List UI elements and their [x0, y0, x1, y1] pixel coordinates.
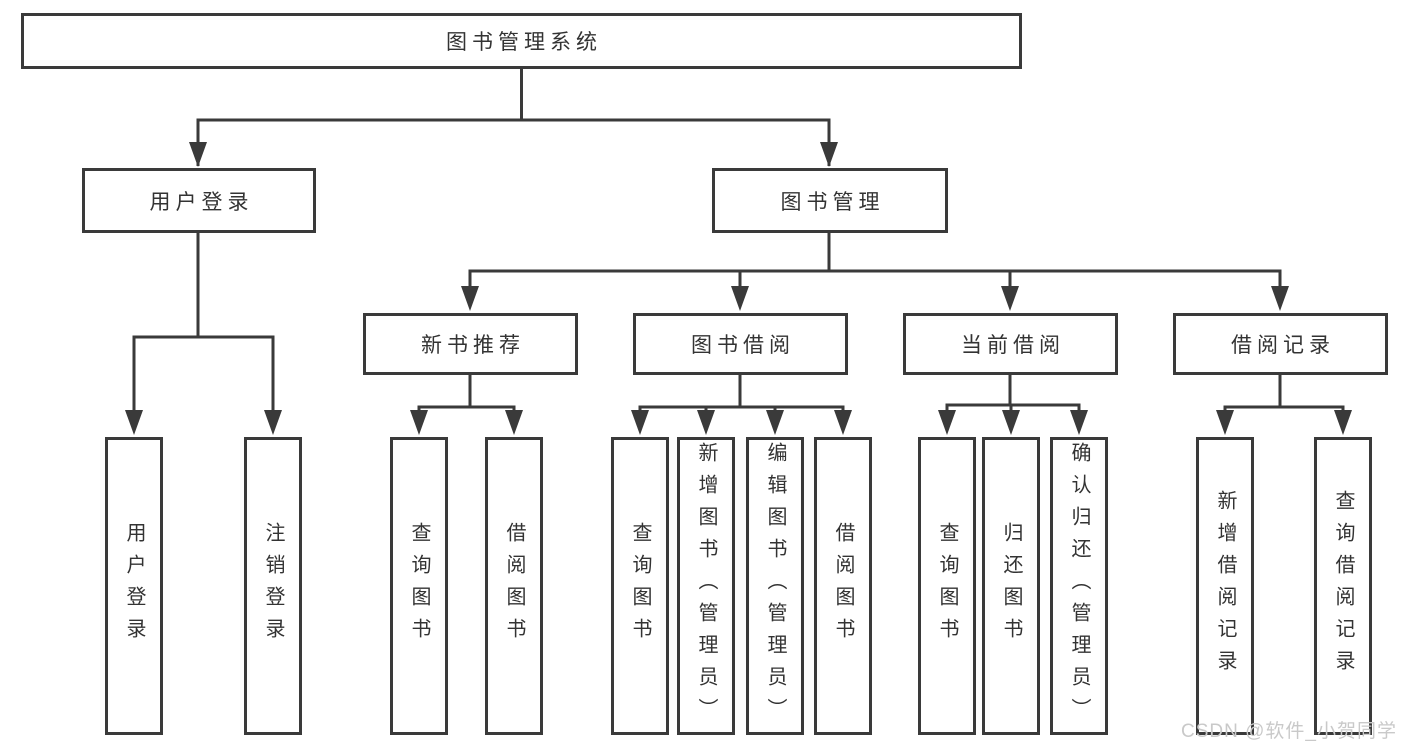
leaf-borrowing-query-books: 查询图书 [611, 437, 669, 735]
leaf-newbook-borrow-books: 借阅图书 [485, 437, 543, 735]
leaf-borrowing-edit-books-admin: 编辑图书（管理员） [746, 437, 804, 735]
leaf-label: 查询图书 [936, 522, 958, 650]
node-label: 当前借阅 [961, 334, 1065, 357]
arrowheads [125, 142, 1352, 435]
node-new-book-recommendation: 新书推荐 [363, 313, 578, 375]
leaf-newbook-query-books: 查询图书 [390, 437, 448, 735]
node-label: 新书推荐 [421, 334, 525, 357]
leaf-records-query-record: 查询借阅记录 [1314, 437, 1372, 735]
node-book-management: 图书管理 [712, 168, 948, 233]
node-library-management-system: 图书管理系统 [21, 13, 1022, 69]
node-label: 图书管理 [780, 190, 885, 214]
leaf-current-confirm-return-admin: 确认归还（管理员） [1050, 437, 1108, 735]
leaf-borrowing-add-books-admin: 新增图书（管理员） [677, 437, 735, 735]
leaf-label: 查询借阅记录 [1332, 490, 1354, 682]
csdn-watermark: CSDN @软件_小贺同学 [1181, 721, 1397, 742]
node-label: 用户登录 [149, 190, 254, 214]
node-label: 借阅记录 [1231, 334, 1335, 357]
leaf-label: 确认归还（管理员） [1068, 442, 1090, 730]
leaf-label: 新增图书（管理员） [695, 442, 717, 730]
leaf-current-query-books: 查询图书 [918, 437, 976, 735]
leaf-label: 归还图书 [1000, 522, 1022, 650]
node-user-login: 用户登录 [82, 168, 316, 233]
leaf-borrowing-borrow-books: 借阅图书 [814, 437, 872, 735]
leaf-label: 用户登录 [123, 522, 145, 650]
node-borrowing-records: 借阅记录 [1173, 313, 1388, 375]
leaf-label: 新增借阅记录 [1214, 490, 1236, 682]
leaf-label: 注销登录 [262, 522, 284, 650]
node-label: 图书管理系统 [446, 31, 602, 54]
leaf-user-login: 用户登录 [105, 437, 163, 735]
leaf-label: 查询图书 [629, 522, 651, 650]
leaf-current-return-books: 归还图书 [982, 437, 1040, 735]
node-label: 图书借阅 [691, 334, 795, 357]
node-current-borrowing: 当前借阅 [903, 313, 1118, 375]
leaf-records-add-record: 新增借阅记录 [1196, 437, 1254, 735]
leaf-label: 借阅图书 [832, 522, 854, 650]
leaf-label: 编辑图书（管理员） [764, 442, 786, 730]
leaf-label: 查询图书 [408, 522, 430, 650]
leaf-logout: 注销登录 [244, 437, 302, 735]
leaf-label: 借阅图书 [503, 522, 525, 650]
node-book-borrowing: 图书借阅 [633, 313, 848, 375]
